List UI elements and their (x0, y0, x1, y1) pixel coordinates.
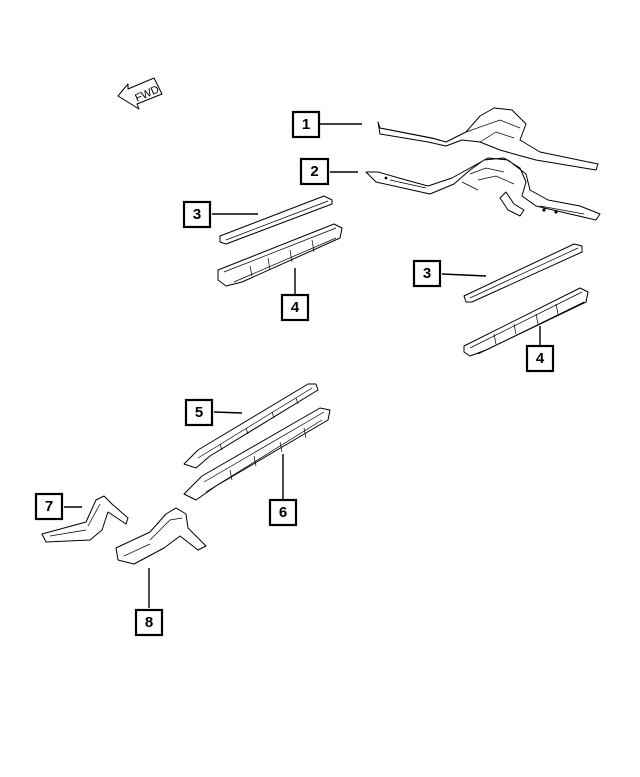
callout-label: 4 (536, 350, 545, 367)
callout-label: 5 (195, 404, 203, 421)
callout-2: 2 (299, 157, 330, 186)
part-6-inner-sill-panel (183, 407, 331, 501)
callout-8: 8 (134, 608, 164, 637)
part-2-floor-tunnel (365, 157, 601, 221)
callout-label: 3 (193, 206, 201, 223)
part-3-left-sill-cover (219, 195, 333, 245)
callout-label: 2 (310, 163, 318, 180)
forward-arrow-icon (117, 77, 163, 110)
callout-label: 4 (291, 299, 300, 316)
part-3-right-sill-cover (463, 243, 583, 303)
callout-6: 6 (268, 498, 298, 527)
callout-label: 7 (45, 498, 53, 515)
callout-label: 6 (279, 504, 287, 521)
leader-lines (64, 123, 541, 608)
callout-label: 3 (423, 265, 431, 282)
callout-4-left: 4 (280, 293, 310, 322)
part-1-floor-reinforcement (377, 107, 599, 171)
part-4-left-sill-reinforcement (217, 223, 343, 287)
part-8-rear-rail-bracket (115, 507, 207, 565)
callout-3-right: 3 (412, 259, 442, 288)
callout-7: 7 (34, 492, 64, 521)
callout-4-right: 4 (525, 344, 555, 373)
callout-5: 5 (184, 398, 214, 427)
callout-1: 1 (291, 110, 321, 139)
part-4-right-sill-reinforcement (463, 287, 589, 357)
forward-direction-indicator: FWD (117, 77, 163, 110)
part-5-outer-sill-panel (183, 383, 319, 469)
part-7-front-rail-bracket (41, 495, 129, 543)
callout-label: 8 (145, 614, 153, 631)
callout-3-left: 3 (182, 200, 212, 229)
callout-label: 1 (302, 116, 310, 133)
